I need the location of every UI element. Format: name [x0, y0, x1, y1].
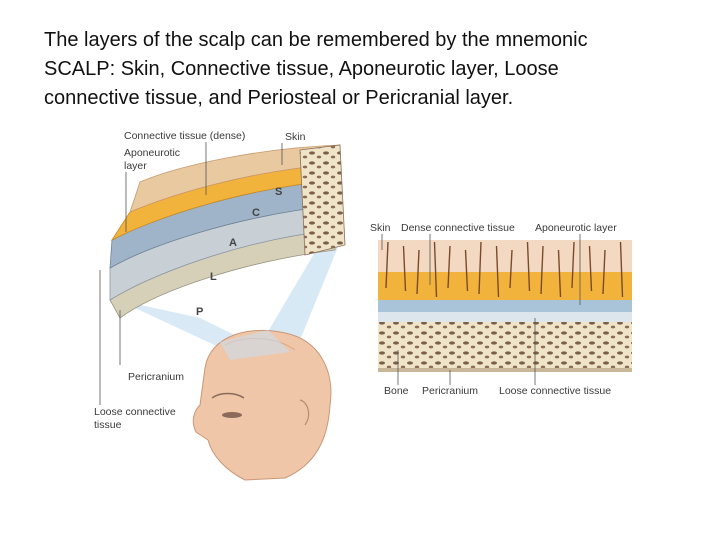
cs-loose [378, 312, 632, 322]
cs-pericranium [378, 368, 632, 372]
caption-line-3: connective tissue, and Periosteal or Per… [44, 87, 514, 109]
letter-c: C [252, 207, 260, 219]
label-aponeurotic: Aponeurotic [124, 147, 180, 159]
hair-strand [416, 249, 420, 295]
label-dense-right: Dense connective tissue [401, 222, 515, 234]
label-skin-right: Skin [370, 222, 391, 234]
hair-strand [433, 241, 438, 298]
hair-strand [478, 241, 482, 295]
caption-line-2: SCALP: Skin, Connective tissue, Aponeuro… [44, 58, 559, 80]
layered-section [109, 144, 346, 319]
hair-strand [619, 241, 624, 298]
label-aponeurotic-layer: layer [124, 160, 147, 172]
hair-follicles [385, 241, 624, 298]
hair-strand [602, 249, 606, 295]
cs-dense [378, 272, 632, 300]
head-illustration [192, 329, 332, 481]
cs-bone [378, 322, 632, 370]
label-loose-tissue: tissue [94, 419, 122, 431]
hair-strand [540, 245, 544, 295]
hair-strand [464, 249, 469, 292]
letter-l: L [210, 271, 217, 283]
cs-aponeurotic [378, 300, 632, 312]
skull-cut [299, 144, 346, 256]
letter-s: S [275, 186, 282, 198]
hair-strand [571, 241, 575, 289]
hair-strand [495, 245, 500, 298]
right-leader-lines [381, 234, 581, 385]
cs-skin [378, 240, 632, 272]
label-pericranium-right: Pericranium [422, 385, 478, 397]
hair-strand [447, 245, 451, 289]
hair-strand [509, 249, 513, 289]
hair-strand [526, 241, 531, 292]
caption-line-1: The layers of the scalp can be remembere… [44, 29, 588, 51]
label-loose-connective: Loose connective [94, 406, 176, 418]
hair-strand [588, 245, 593, 292]
letter-p: P [196, 306, 203, 318]
label-loose-right: Loose connective tissue [499, 385, 611, 397]
label-skin-left: Skin [285, 131, 306, 143]
hair-strand [402, 245, 407, 292]
label-bone: Bone [384, 385, 409, 397]
label-aponeurotic-right: Aponeurotic layer [535, 222, 617, 234]
hair-strand [557, 249, 562, 298]
label-pericranium-left: Pericranium [128, 371, 184, 383]
cross-section [378, 240, 632, 372]
hair-strand [385, 241, 389, 289]
label-connective-tissue-dense: Connective tissue (dense) [124, 130, 245, 142]
caption: The layers of the scalp can be remembere… [44, 26, 684, 113]
letter-a: A [229, 237, 237, 249]
left-leader-lines [99, 142, 283, 405]
